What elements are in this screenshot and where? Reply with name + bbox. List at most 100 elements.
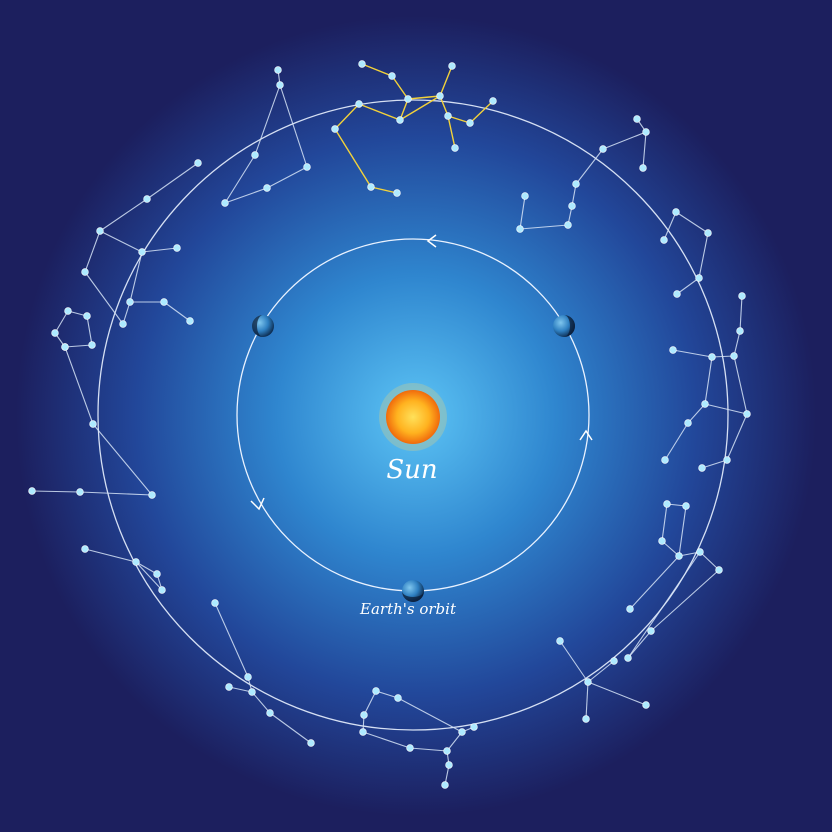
constellation-line [407, 95, 441, 100]
constellation-line [214, 602, 249, 678]
orbit-arrow-right [579, 429, 593, 441]
constellation-line [687, 403, 706, 424]
star [263, 184, 271, 192]
constellation-lower-right-b [624, 500, 723, 662]
constellation-line [664, 422, 689, 461]
star [730, 352, 738, 360]
star [160, 298, 168, 306]
star [582, 715, 590, 723]
star [669, 346, 677, 354]
star [81, 545, 89, 553]
constellation-left-b [28, 343, 156, 499]
sun-label: Sun [386, 455, 437, 485]
constellation-line [627, 630, 652, 659]
star [647, 627, 655, 635]
star [436, 92, 444, 100]
constellation-line [146, 162, 199, 200]
star [443, 747, 451, 755]
star [158, 586, 166, 594]
star [599, 145, 607, 153]
constellation-line [650, 569, 720, 632]
star [406, 744, 414, 752]
star [266, 709, 274, 717]
star [696, 548, 704, 556]
constellation-line [663, 211, 677, 241]
star [556, 637, 564, 645]
star [307, 739, 315, 747]
star [221, 199, 229, 207]
star [355, 100, 363, 108]
star [736, 327, 744, 335]
constellation-line [602, 131, 647, 150]
constellation-line [84, 271, 124, 325]
star [704, 229, 712, 237]
star [153, 570, 161, 578]
constellation-line [163, 301, 191, 322]
star [738, 292, 746, 300]
star [624, 654, 632, 662]
constellation-line [587, 660, 615, 683]
constellations [28, 60, 751, 789]
star [394, 694, 402, 702]
constellation-line [439, 65, 453, 97]
star [148, 491, 156, 499]
constellation-line [575, 148, 604, 185]
constellation-line [447, 115, 456, 149]
constellation-line [64, 344, 93, 348]
star [633, 115, 641, 123]
constellation-line [224, 154, 256, 204]
constellation-line [739, 295, 743, 332]
star [639, 164, 647, 172]
star [126, 298, 134, 306]
star [701, 400, 709, 408]
constellation-line [629, 555, 680, 610]
constellation-line [92, 423, 153, 496]
constellation-line [391, 75, 409, 100]
constellation-upper-left-a [221, 66, 311, 207]
star [661, 456, 669, 464]
star [584, 678, 592, 686]
star [458, 728, 466, 736]
star [626, 605, 634, 613]
constellation-top [331, 60, 497, 197]
star [88, 341, 96, 349]
star [708, 353, 716, 361]
zodiac-circle [97, 99, 729, 731]
constellation-line [251, 691, 271, 714]
star [274, 66, 282, 74]
constellation-line [642, 131, 647, 169]
constellation-line [224, 187, 268, 204]
constellation-line [122, 301, 131, 325]
star [521, 192, 529, 200]
constellation-line [79, 491, 153, 496]
constellation-line [446, 731, 463, 752]
constellation-line [519, 224, 569, 230]
star [61, 343, 69, 351]
constellation-line [266, 166, 308, 189]
star [698, 464, 706, 472]
earth-bottom-shadow [402, 591, 424, 602]
star [393, 189, 401, 197]
star [675, 552, 683, 560]
star [360, 711, 368, 719]
constellation-line [661, 503, 668, 542]
star [248, 688, 256, 696]
sun [386, 390, 440, 444]
constellation-line [587, 681, 647, 706]
constellation-line [269, 712, 312, 744]
constellation-line [86, 315, 93, 346]
constellation-line [363, 690, 377, 716]
constellation-line [370, 186, 398, 194]
constellation-line [135, 561, 158, 575]
star [444, 112, 452, 120]
constellation-line [358, 103, 401, 121]
star [138, 248, 146, 256]
star [251, 151, 259, 159]
constellation-line [99, 198, 148, 232]
earth-right-shadow [564, 315, 575, 337]
star [672, 208, 680, 216]
star [572, 180, 580, 188]
star [568, 202, 576, 210]
star [610, 657, 618, 665]
